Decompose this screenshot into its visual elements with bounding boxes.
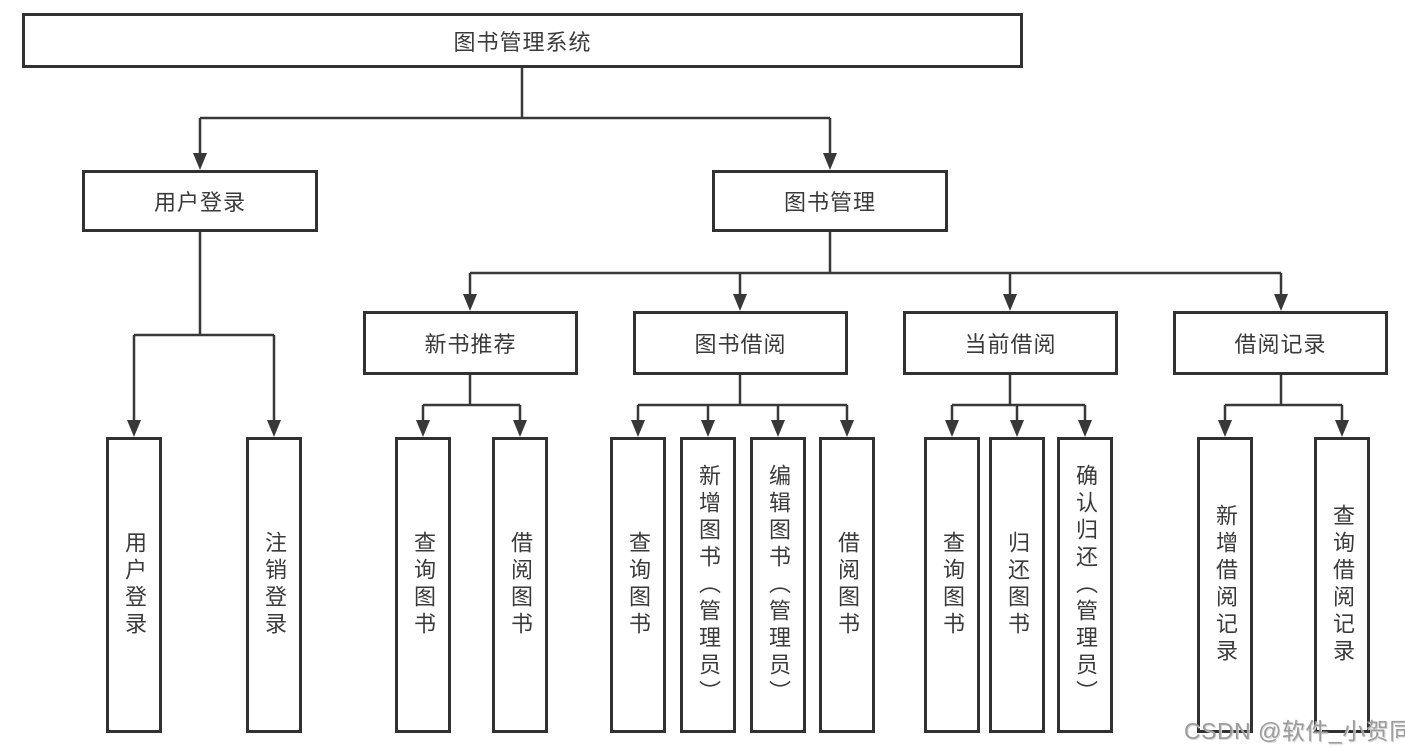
node-borrow-records: 借阅记录: [1173, 311, 1388, 375]
arrowhead-icon: [1218, 420, 1232, 437]
node-current-return-books: 归还图书: [989, 437, 1045, 733]
arrowhead-icon: [823, 153, 837, 170]
node-current-confirm-return: 确认归还（管理员）: [1057, 437, 1113, 733]
node-rec-borrow-books: 借阅图书: [492, 437, 548, 733]
arrowhead-icon: [840, 420, 854, 437]
node-book-mgmt: 图书管理: [712, 170, 948, 232]
node-borrow-add-books: 新增图书（管理员）: [680, 437, 736, 733]
arrowhead-icon: [513, 420, 527, 437]
node-login: 用户登录: [106, 437, 162, 733]
node-current-query-books: 查询图书: [924, 437, 980, 733]
arrowhead-icon: [771, 420, 785, 437]
node-records-add-record: 新增借阅记录: [1197, 437, 1253, 733]
arrowhead-icon: [701, 420, 715, 437]
arrowhead-icon: [193, 153, 207, 170]
node-borrow-query-books: 查询图书: [610, 437, 666, 733]
node-rec-query-books: 查询图书: [395, 437, 451, 733]
node-borrow-borrow-books: 借阅图书: [819, 437, 875, 733]
arrowhead-icon: [733, 294, 747, 311]
node-user-login: 用户登录: [82, 170, 318, 232]
watermark: CSDN @软件_小贺同学: [1184, 718, 1405, 744]
arrowhead-icon: [1010, 420, 1024, 437]
arrowhead-icon: [1335, 420, 1349, 437]
arrowhead-icon: [1003, 294, 1017, 311]
arrowhead-icon: [463, 294, 477, 311]
arrowhead-icon: [416, 420, 430, 437]
arrowhead-icon: [1274, 294, 1288, 311]
arrowhead-icon: [267, 420, 281, 437]
node-book-borrow: 图书借阅: [633, 311, 848, 375]
node-new-book-rec: 新书推荐: [363, 311, 578, 375]
node-logout: 注销登录: [246, 437, 302, 733]
node-records-query-record: 查询借阅记录: [1314, 437, 1370, 733]
node-borrow-edit-books: 编辑图书（管理员）: [750, 437, 806, 733]
node-root: 图书管理系统: [22, 13, 1023, 68]
arrowhead-icon: [127, 420, 141, 437]
node-current-borrow: 当前借阅: [903, 311, 1118, 375]
arrowhead-icon: [1078, 420, 1092, 437]
arrowhead-icon: [631, 420, 645, 437]
arrowhead-icon: [945, 420, 959, 437]
